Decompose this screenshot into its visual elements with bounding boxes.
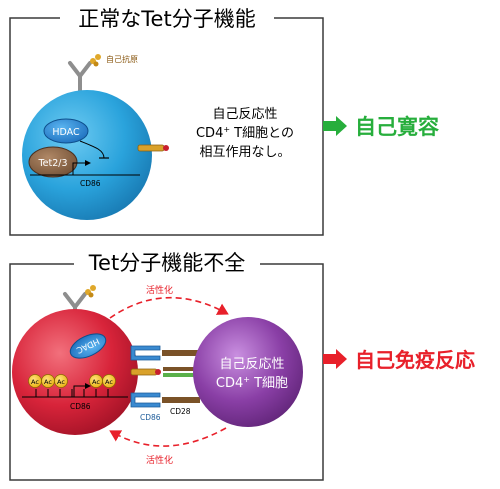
svg-text:Ac: Ac bbox=[57, 378, 65, 386]
svg-text:Ac: Ac bbox=[92, 378, 100, 386]
outcome-tolerance: 自己寛容 bbox=[355, 115, 439, 139]
description-line1: 自己反応性 bbox=[212, 107, 277, 122]
hdac-protein-icon bbox=[43, 118, 89, 144]
svg-text:Ac: Ac bbox=[105, 378, 113, 386]
gene-label: CD86 bbox=[80, 179, 101, 188]
promoter-arrow-2 bbox=[73, 383, 91, 397]
hdac-label: HDAC bbox=[52, 127, 80, 138]
tet-protein-icon bbox=[28, 146, 78, 178]
acetyl-group-4: Ac bbox=[89, 374, 103, 388]
outcome-arrow-green-icon bbox=[323, 116, 347, 136]
cd28-receptor-label: CD28 bbox=[170, 407, 191, 416]
autoantigen-icon-2 bbox=[85, 285, 96, 298]
autoreactive-cd4-t-cell bbox=[193, 317, 303, 427]
panel-normal: 正常なTet分子機能 自己抗原 HDAC Tet2/3 CD86 bbox=[9, 4, 324, 236]
panel-deficient-title: Tet分子機能不全 bbox=[88, 251, 245, 275]
outcome-autoimmunity: 自己免疫反応 bbox=[355, 348, 475, 372]
description-line3: 相互作用なし。 bbox=[199, 145, 290, 160]
hdac-protein-icon-2: HDAC bbox=[69, 333, 107, 359]
activation-arrow-bottom bbox=[109, 427, 227, 447]
activation-arrow-top bbox=[109, 296, 229, 319]
acetyl-group-1: Ac bbox=[28, 374, 42, 388]
gene-label-2: CD86 bbox=[70, 402, 91, 411]
cd86-receptor-label: CD86 bbox=[140, 413, 161, 422]
inhibition-line bbox=[79, 140, 105, 159]
cd28-receptors bbox=[162, 350, 200, 403]
description-line2: CD4+ T細胞との bbox=[196, 125, 294, 141]
svg-text:Ac: Ac bbox=[31, 378, 39, 386]
tet-label: Tet2/3 bbox=[37, 158, 67, 169]
membrane-molecule-icon bbox=[137, 144, 169, 152]
activation-label-bottom: 活性化 bbox=[146, 454, 173, 466]
acetyl-group-2: Ac bbox=[41, 374, 55, 388]
promoter-arrow bbox=[72, 160, 91, 175]
acetyl-group-3: Ac bbox=[54, 374, 68, 388]
cd86-receptors bbox=[130, 345, 161, 408]
outcome-arrow-red-icon bbox=[323, 349, 347, 369]
tcell-line2: CD4+ T細胞 bbox=[216, 375, 288, 391]
panel-normal-title: 正常なTet分子機能 bbox=[78, 7, 255, 31]
autoantigen-icon bbox=[90, 54, 101, 67]
acetyl-group-5: Ac bbox=[102, 374, 116, 388]
panel-deficient: Tet分子機能不全 活性化 活性化 HDAC bbox=[9, 248, 324, 481]
tcell-line1: 自己反応性 bbox=[219, 357, 284, 372]
acetylation-ticks bbox=[35, 389, 109, 397]
activation-label-top: 活性化 bbox=[146, 284, 173, 296]
autoantigen-label: 自己抗原 bbox=[106, 54, 138, 64]
antibody-receptor-icon bbox=[68, 61, 92, 94]
deficient-antigen-presenting-cell bbox=[12, 309, 138, 435]
svg-text:Ac: Ac bbox=[44, 378, 52, 386]
